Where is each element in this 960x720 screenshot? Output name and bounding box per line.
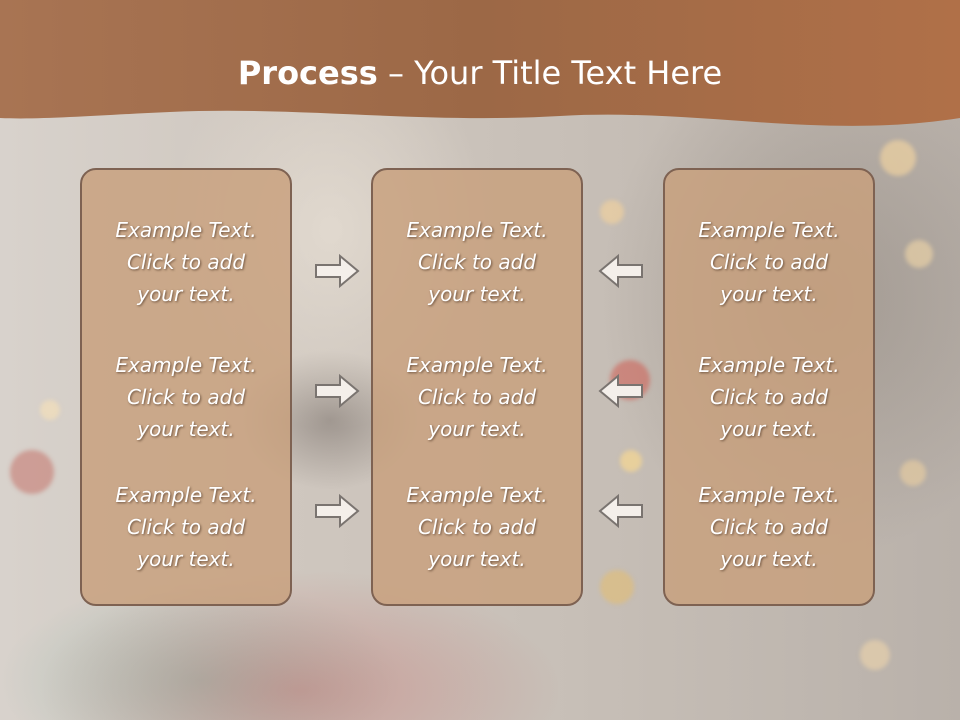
text-line: Click to add [417, 250, 537, 274]
arrow-left-icon [598, 253, 643, 289]
bokeh-light [600, 570, 634, 604]
bokeh-light [900, 460, 926, 486]
text-line: your text. [137, 547, 235, 571]
arrow-right-icon [315, 373, 360, 409]
center-text-box[interactable]: Example Text. Click to add your text. Ex… [371, 168, 583, 606]
text-line: Example Text. [698, 483, 840, 507]
text-line: your text. [137, 282, 235, 306]
text-line: Click to add [417, 515, 537, 539]
text-block[interactable]: Example Text. Click to add your text. [373, 214, 581, 310]
text-block[interactable]: Example Text. Click to add your text. [665, 349, 873, 445]
text-block[interactable]: Example Text. Click to add your text. [665, 214, 873, 310]
text-line: Example Text. [406, 483, 548, 507]
text-line: Click to add [709, 385, 829, 409]
bokeh-light [600, 200, 624, 224]
text-line: your text. [720, 282, 818, 306]
text-line: Click to add [709, 250, 829, 274]
text-line: your text. [428, 547, 526, 571]
text-block[interactable]: Example Text. Click to add your text. [373, 349, 581, 445]
bokeh-light [620, 450, 642, 472]
text-line: Example Text. [406, 218, 548, 242]
text-block[interactable]: Example Text. Click to add your text. [373, 479, 581, 575]
text-line: Click to add [417, 385, 537, 409]
text-line: your text. [428, 282, 526, 306]
text-line: Example Text. [698, 218, 840, 242]
left-text-box[interactable]: Example Text. Click to add your text. Ex… [80, 168, 292, 606]
bokeh-light [40, 400, 60, 420]
right-text-box[interactable]: Example Text. Click to add your text. Ex… [663, 168, 875, 606]
text-line: Example Text. [115, 353, 257, 377]
bokeh-light [905, 240, 933, 268]
text-block[interactable]: Example Text. Click to add your text. [82, 214, 290, 310]
text-line: Click to add [126, 250, 246, 274]
text-line: Example Text. [698, 353, 840, 377]
banner-shape [0, 0, 960, 126]
bokeh-light [860, 640, 890, 670]
text-block[interactable]: Example Text. Click to add your text. [82, 479, 290, 575]
title-bold: Process [237, 54, 378, 92]
title-rest: – Your Title Text Here [377, 54, 723, 92]
page-title[interactable]: Process – Your Title Text Here [0, 54, 960, 92]
title-banner: Process – Your Title Text Here [0, 0, 960, 140]
bokeh-light [880, 140, 916, 176]
text-line: your text. [428, 417, 526, 441]
text-line: Example Text. [115, 218, 257, 242]
text-line: your text. [720, 547, 818, 571]
arrow-right-icon [315, 253, 360, 289]
text-line: your text. [720, 417, 818, 441]
text-block[interactable]: Example Text. Click to add your text. [665, 479, 873, 575]
text-line: Click to add [126, 385, 246, 409]
bokeh-light [10, 450, 54, 494]
arrow-right-icon [315, 493, 360, 529]
text-line: Example Text. [115, 483, 257, 507]
text-block[interactable]: Example Text. Click to add your text. [82, 349, 290, 445]
text-line: Example Text. [406, 353, 548, 377]
arrow-left-icon [598, 493, 643, 529]
text-line: your text. [137, 417, 235, 441]
text-line: Click to add [126, 515, 246, 539]
text-line: Click to add [709, 515, 829, 539]
arrow-left-icon [598, 373, 643, 409]
